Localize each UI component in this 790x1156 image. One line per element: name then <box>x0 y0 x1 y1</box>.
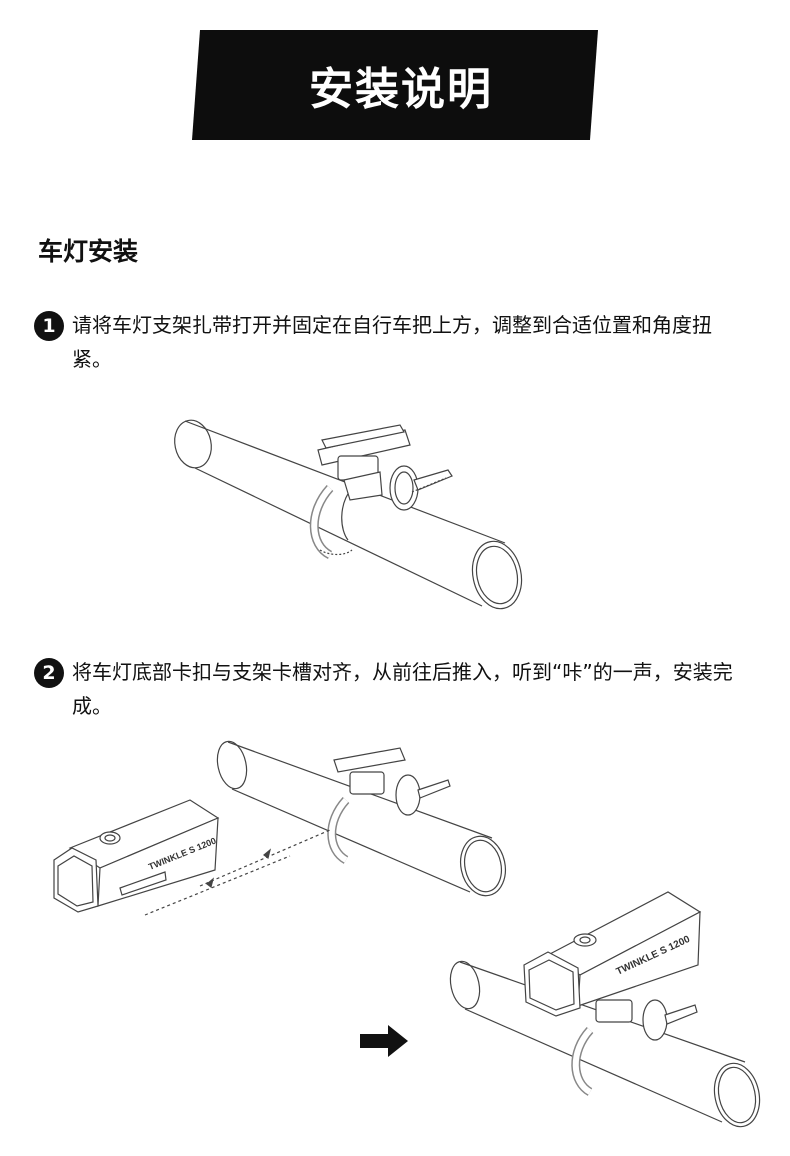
step-text-1: 请将车灯支架扎带打开并固定在自行车把上方，调整到合适位置和角度扭紧。 <box>72 313 712 371</box>
step-number-1: 1 <box>34 311 64 341</box>
step-number-2: 2 <box>34 658 64 688</box>
header-banner: 安装说明 <box>192 30 598 140</box>
right-arrow-icon <box>360 1025 408 1057</box>
banner-background <box>192 30 598 140</box>
step-1: 1 请将车灯支架扎带打开并固定在自行车把上方，调整到合适位置和角度扭紧。 <box>34 308 754 376</box>
section-title: 车灯安装 <box>38 237 139 266</box>
page-title: 安装说明 <box>309 64 493 115</box>
step-text-2: 将车灯底部卡扣与支架卡槽对齐，从前往后推入，听到“咔”的一声，安装完成。 <box>72 660 733 718</box>
step-2: 2 将车灯底部卡扣与支架卡槽对齐，从前往后推入，听到“咔”的一声，安装完成。 <box>34 655 754 723</box>
